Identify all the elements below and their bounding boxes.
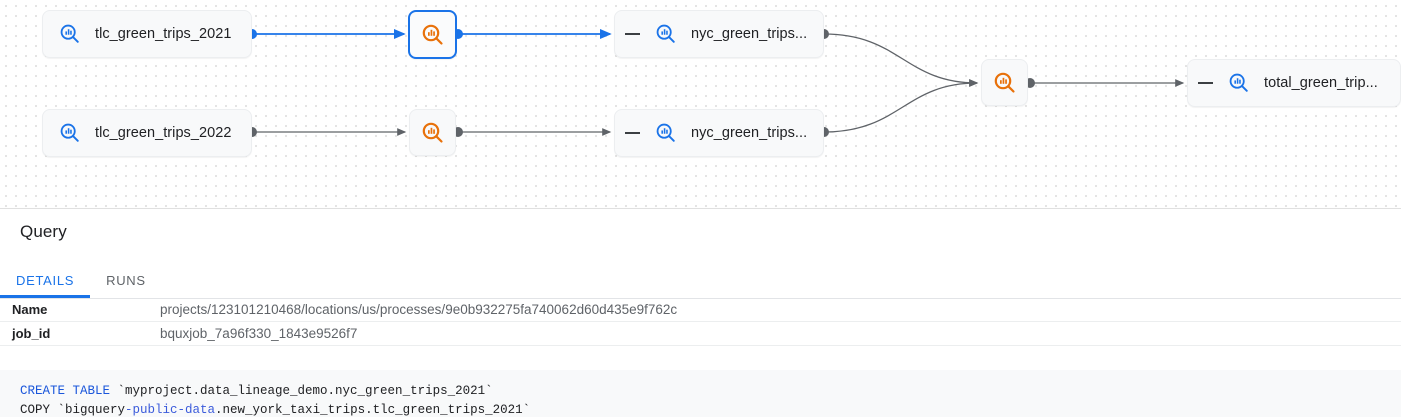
detail-key-job-id: job_id bbox=[12, 326, 51, 341]
collapse-dash-icon[interactable] bbox=[1198, 82, 1213, 84]
graph-node-process-selected[interactable] bbox=[408, 10, 457, 59]
process-search-icon bbox=[420, 120, 446, 146]
graph-node-label: nyc_green_trips... bbox=[691, 125, 808, 141]
graph-node-label: tlc_green_trips_2021 bbox=[95, 26, 232, 42]
edge-tlc2021-to-proc1 bbox=[247, 28, 406, 40]
graph-node-process-bottom[interactable] bbox=[409, 109, 456, 156]
sql-keyword-create-table: CREATE TABLE bbox=[20, 384, 111, 398]
table-row: Name projects/123101210468/locations/us/… bbox=[0, 298, 1401, 322]
details-table: Name projects/123101210468/locations/us/… bbox=[0, 298, 1401, 346]
graph-node-label: nyc_green_trips... bbox=[691, 26, 808, 42]
process-search-icon bbox=[420, 22, 446, 48]
edge-proc2-to-nyc2022 bbox=[453, 127, 612, 137]
graph-node-total-green-trips[interactable]: total_green_trip... bbox=[1187, 59, 1401, 107]
graph-node-label: total_green_trip... bbox=[1264, 75, 1378, 91]
graph-node-nyc-green-trips-top[interactable]: nyc_green_trips... bbox=[614, 10, 824, 58]
detail-value-name: projects/123101210468/locations/us/proce… bbox=[160, 302, 678, 317]
graph-node-tlc-green-trips-2022[interactable]: tlc_green_trips_2022 bbox=[42, 109, 252, 157]
edge-proc3-to-total bbox=[1025, 78, 1185, 88]
sql-line2-keyword: -public-data bbox=[125, 403, 216, 417]
sql-code-block[interactable]: CREATE TABLE `myproject.data_lineage_dem… bbox=[0, 370, 1401, 417]
edge-proc1-to-nyc2021 bbox=[453, 28, 612, 40]
table-search-icon bbox=[57, 21, 83, 47]
tab-details[interactable]: DETAILS bbox=[0, 265, 91, 298]
process-search-icon bbox=[992, 70, 1018, 96]
graph-node-process-merge[interactable] bbox=[981, 59, 1028, 106]
detail-key-name: Name bbox=[12, 302, 48, 317]
sql-line2-pre: COPY `bigquery bbox=[20, 403, 126, 417]
edge-tlc2022-to-proc2 bbox=[247, 127, 407, 137]
tab-runs[interactable]: RUNS bbox=[106, 273, 146, 288]
table-search-icon bbox=[1226, 70, 1252, 96]
graph-node-label: tlc_green_trips_2022 bbox=[95, 125, 232, 141]
panel-title: Query bbox=[20, 222, 67, 241]
detail-value-job-id: bquxjob_7a96f330_1843e9526f7 bbox=[160, 326, 358, 341]
graph-node-tlc-green-trips-2021[interactable]: tlc_green_trips_2021 bbox=[42, 10, 252, 58]
sql-line2-rest: .new_york_taxi_trips.tlc_green_trips_202… bbox=[215, 403, 531, 417]
lineage-graph-canvas[interactable]: tlc_green_trips_2021 bbox=[0, 0, 1401, 208]
details-panel: Query DETAILS RUNS Name projects/1231012… bbox=[0, 209, 1401, 417]
edge-nyc2022-to-proc3 bbox=[819, 79, 979, 137]
sql-line1-rest: `myproject.data_lineage_demo.nyc_green_t… bbox=[110, 384, 493, 398]
panel-tabbar: DETAILS RUNS bbox=[0, 265, 1401, 299]
panel-divider bbox=[0, 208, 1401, 209]
table-search-icon bbox=[57, 120, 83, 146]
collapse-dash-icon[interactable] bbox=[625, 132, 640, 134]
table-row: job_id bquxjob_7a96f330_1843e9526f7 bbox=[0, 322, 1401, 346]
graph-node-nyc-green-trips-bottom[interactable]: nyc_green_trips... bbox=[614, 109, 824, 157]
collapse-dash-icon[interactable] bbox=[625, 33, 640, 35]
table-search-icon bbox=[653, 120, 679, 146]
table-search-icon bbox=[653, 21, 679, 47]
edge-nyc2021-to-proc3 bbox=[819, 29, 979, 87]
